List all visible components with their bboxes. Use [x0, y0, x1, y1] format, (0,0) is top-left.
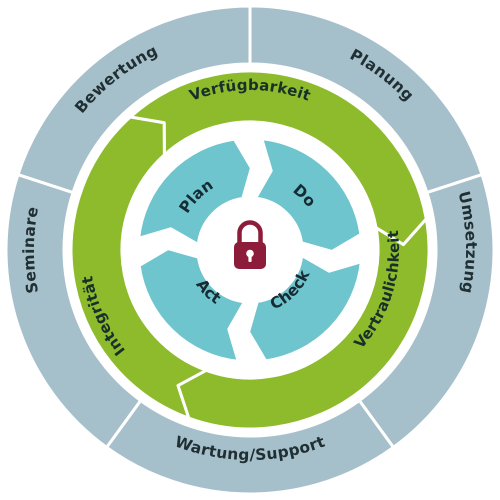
outer-label-seminare: Seminare [20, 205, 42, 295]
green-ring [69, 69, 431, 431]
green-segment-integrit-t [69, 115, 208, 420]
outer-segment-bewertung [16, 4, 252, 195]
pdca-cycle [137, 137, 363, 363]
lock-icon [234, 220, 266, 269]
outer-ring [4, 4, 496, 496]
